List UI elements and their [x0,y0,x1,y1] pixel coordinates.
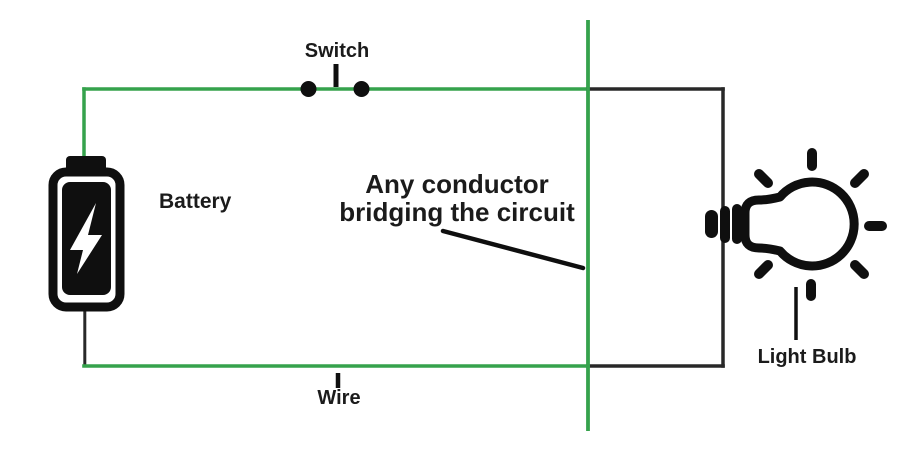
conductor-label: Any conductor bridging the circuit [339,170,574,226]
switch-contacts-icon [300,64,370,97]
battery-icon [48,156,125,312]
conductor-label-line2: bridging the circuit [339,197,575,227]
switch-label: Switch [304,40,370,62]
bulb-rays [754,148,887,301]
lightning-bolt-icon [70,203,102,274]
bulb-screw-thread-2 [732,204,742,244]
bulb-contact-tip [705,210,718,238]
conductor-label-line1: Any conductor [365,169,549,199]
battery-leader-line [128,219,198,239]
switch-contact-dot-right [353,81,370,97]
wire-label: Wire [317,387,361,409]
light-bulb-icon [705,148,887,301]
bulb-ray-upper-right [850,169,869,188]
bulb-ray-lower-right [850,260,869,279]
bulb-globe [740,177,859,271]
bulb-screw-thread-1 [720,206,730,243]
battery-label: Battery [159,190,232,213]
bulb-ray-upper-left [754,169,773,188]
light-bulb-label: Light Bulb [757,346,857,368]
switch-contact-dot-left [300,81,317,97]
conductor-leader-line [440,228,586,271]
circuit-wires [82,87,725,368]
bulb-ray-lower-left [754,260,773,279]
